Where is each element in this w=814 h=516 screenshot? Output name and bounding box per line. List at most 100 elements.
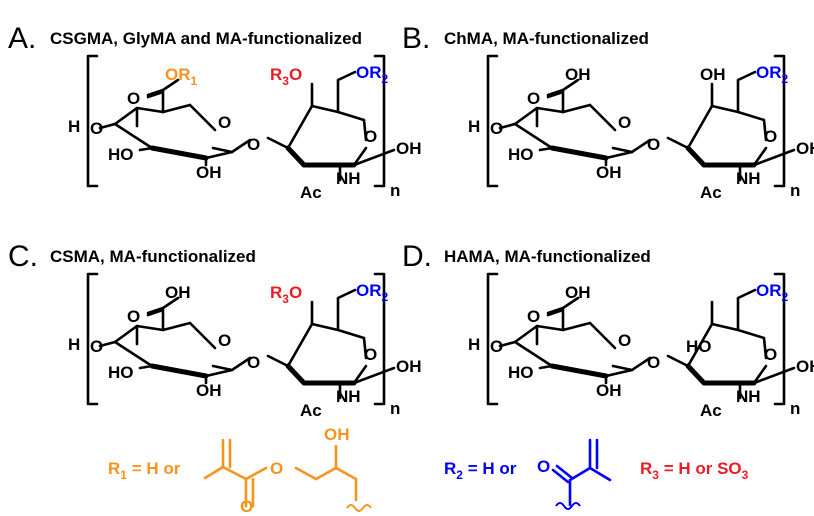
carboxyl-substituent: OH bbox=[165, 283, 191, 302]
c6-substituent: OR2 bbox=[756, 281, 789, 304]
legend-r1-index: 1 bbox=[120, 468, 127, 482]
panel-b: B.ChMA, MA-functionalizedHOHOOHOOOOOHAcN… bbox=[402, 22, 814, 202]
carboxyl-label: OH bbox=[565, 283, 591, 302]
ring-1-oxygen: O bbox=[218, 113, 231, 132]
ring-2-substituent-bonds bbox=[310, 70, 396, 182]
carboxyl-label: OR bbox=[165, 65, 191, 84]
hydroxyl-c3: HO bbox=[508, 363, 534, 382]
r2-carbonyl-o: O bbox=[537, 457, 550, 476]
ring-1-bold-edge bbox=[149, 145, 209, 161]
ring-1-oxygen: O bbox=[218, 331, 231, 350]
c4-prefix-index: 3 bbox=[282, 292, 289, 306]
h-end-bond bbox=[98, 340, 117, 348]
ring-1-oxygen: O bbox=[618, 331, 631, 350]
glycosidic-bonds bbox=[230, 136, 290, 154]
legend-r2-label: R2 = H or bbox=[444, 459, 517, 482]
c4-substituent: HO bbox=[686, 337, 712, 356]
amide-nh: NH bbox=[336, 169, 361, 188]
legend-r3-index: 3 bbox=[652, 468, 659, 482]
c6-index: 2 bbox=[782, 72, 789, 86]
amide-nh: NH bbox=[336, 387, 361, 406]
panel-title: ChMA, MA-functionalized bbox=[444, 29, 649, 48]
c4-label: O bbox=[289, 283, 302, 302]
end-oxygen: O bbox=[90, 337, 103, 356]
legend-r3-rest-index: 3 bbox=[742, 468, 749, 482]
c4-prefix: R bbox=[270, 283, 282, 302]
panel-d: D.HAMA, MA-functionalizedHOHOOHOOOOOHAcN… bbox=[402, 240, 814, 420]
c4-label: HO bbox=[686, 337, 712, 356]
ring-1-bold-edge bbox=[549, 145, 609, 161]
repeat-n: n bbox=[390, 399, 400, 418]
r2-bonds bbox=[551, 438, 612, 507]
panel-letter: C. bbox=[8, 240, 38, 273]
hydroxyl-c3: HO bbox=[508, 145, 534, 164]
ring-1-bold-edge bbox=[149, 363, 209, 379]
hydroxyl-c2: OH bbox=[596, 163, 622, 182]
carboxyl-bond bbox=[561, 78, 580, 92]
end-oxygen: O bbox=[490, 119, 503, 138]
end-hydrogen: H bbox=[68, 335, 80, 354]
glycosidic-bonds bbox=[630, 136, 690, 154]
carboxyl-index: 1 bbox=[191, 74, 198, 88]
legend-r1-structure bbox=[203, 438, 358, 508]
anomeric-hydroxyl: OH bbox=[796, 139, 814, 158]
h-end-bond bbox=[498, 340, 517, 348]
c4-label: O bbox=[289, 65, 302, 84]
substituent-legend: R1 = H or O O OH R2 = H or O R3 = H or S… bbox=[108, 425, 749, 516]
end-oxygen: O bbox=[490, 337, 503, 356]
left-repeat-bracket bbox=[486, 272, 499, 406]
right-repeat-bracket bbox=[373, 54, 386, 188]
disaccharide-skeleton bbox=[486, 54, 796, 188]
anomeric-hydroxyl: OH bbox=[396, 357, 422, 376]
legend-r3-label: R3 = H or SO3 bbox=[640, 459, 749, 482]
ring-1-bold-edge bbox=[549, 363, 609, 379]
carboxyl-bond bbox=[161, 296, 180, 310]
c6-label: OR bbox=[356, 281, 382, 300]
c4-prefix: R bbox=[270, 65, 282, 84]
amide-nh: NH bbox=[736, 387, 761, 406]
c4-label: OH bbox=[700, 65, 726, 84]
r1-carbonyl-o: O bbox=[240, 497, 253, 516]
legend-r1-r: R bbox=[108, 459, 120, 478]
legend-r2-index: 2 bbox=[456, 468, 463, 482]
end-oxygen: O bbox=[90, 119, 103, 138]
r1-ester-o: O bbox=[270, 459, 283, 478]
carbonyl-oxygen: O bbox=[127, 89, 140, 108]
c6-label: OR bbox=[356, 63, 382, 82]
right-repeat-bracket bbox=[773, 272, 786, 406]
carboxyl-label: OH bbox=[565, 65, 591, 84]
glycosidic-oxygen: O bbox=[647, 135, 660, 154]
repeat-n: n bbox=[790, 399, 800, 418]
legend-r2-rest: = H or bbox=[463, 459, 517, 478]
r1-wavy-bond bbox=[346, 504, 372, 512]
carboxyl-label: OH bbox=[165, 283, 191, 302]
glycosidic-bonds bbox=[230, 354, 290, 372]
repeat-n: n bbox=[390, 181, 400, 200]
legend-r3-rest: = H or SO bbox=[659, 459, 742, 478]
anomeric-hydroxyl: OH bbox=[796, 357, 814, 376]
right-repeat-bracket bbox=[773, 54, 786, 188]
left-repeat-bracket bbox=[86, 54, 99, 188]
acetyl: Ac bbox=[300, 183, 322, 202]
c6-substituent: OR2 bbox=[756, 63, 789, 86]
carbonyl-oxygen: O bbox=[527, 89, 540, 108]
disaccharide-skeleton bbox=[86, 54, 396, 188]
ring-2-bonds bbox=[686, 104, 768, 167]
panel-letter: A. bbox=[8, 22, 36, 55]
end-hydrogen: H bbox=[68, 117, 80, 136]
r1-bonds bbox=[203, 438, 358, 508]
r2-wavy-bond bbox=[555, 502, 581, 510]
panel-letter: B. bbox=[402, 22, 430, 55]
ring-2-substituent-bonds bbox=[710, 288, 796, 400]
left-repeat-bracket bbox=[86, 272, 99, 406]
ring-2-bonds bbox=[286, 322, 368, 385]
ring-2-oxygen: O bbox=[364, 345, 377, 364]
end-hydrogen: H bbox=[468, 117, 480, 136]
ring-2-bold-edge bbox=[685, 145, 757, 168]
disaccharide-skeleton bbox=[86, 272, 396, 406]
carbonyl-oxygen: O bbox=[527, 307, 540, 326]
c6-substituent: OR2 bbox=[356, 63, 389, 86]
ring-2-oxygen: O bbox=[764, 345, 777, 364]
c6-index: 2 bbox=[782, 290, 789, 304]
